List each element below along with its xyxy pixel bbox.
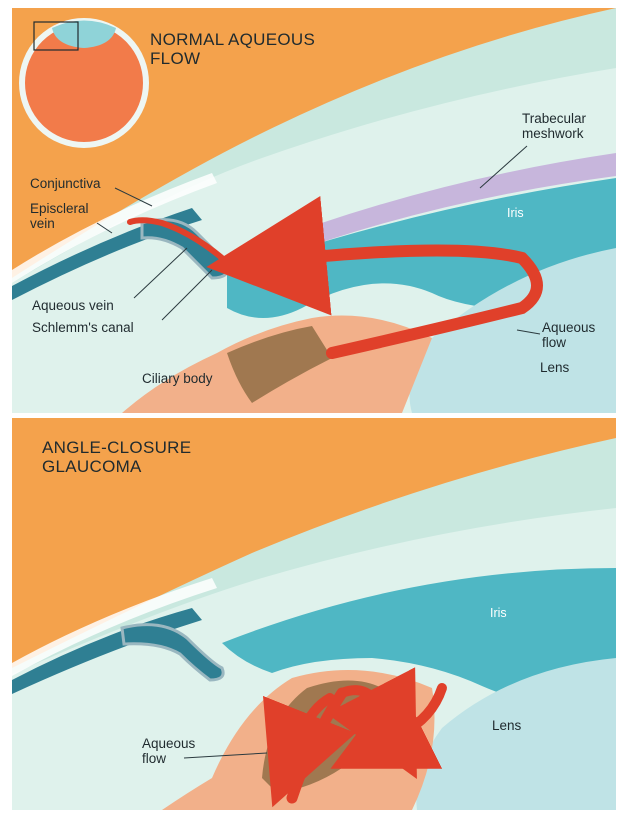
- label-line: Aqueous: [542, 320, 595, 335]
- glaucoma-illustration: [12, 418, 616, 810]
- aqueous-flow-label: Aqueous flow: [142, 736, 195, 766]
- label-line: Episcleral: [30, 201, 89, 216]
- label-line: Trabecular: [522, 111, 586, 126]
- title-line: ANGLE-CLOSURE: [42, 438, 191, 457]
- conjunctiva-label: Conjunctiva: [30, 176, 101, 191]
- label-line: vein: [30, 216, 89, 231]
- trabecular-label: Trabecular meshwork: [522, 111, 586, 141]
- label-line: flow: [142, 751, 195, 766]
- label-line: Aqueous: [142, 736, 195, 751]
- lens-label: Lens: [492, 718, 521, 733]
- title-line: NORMAL AQUEOUS: [150, 30, 315, 49]
- normal-aqueous-flow-panel: NORMAL AQUEOUS FLOW Trabecular meshwork …: [12, 8, 616, 413]
- lens-label: Lens: [540, 360, 569, 375]
- title-line: FLOW: [150, 49, 315, 68]
- bottom-panel-title: ANGLE-CLOSURE GLAUCOMA: [42, 438, 191, 476]
- ciliary-body-label: Ciliary body: [142, 371, 213, 386]
- aqueous-vein-label: Aqueous vein: [32, 298, 114, 313]
- iris-label: Iris: [507, 206, 524, 221]
- iris-label: Iris: [490, 606, 507, 621]
- aqueous-flow-label: Aqueous flow: [542, 320, 595, 350]
- schlemms-canal-label: Schlemm's canal: [32, 320, 134, 335]
- normal-flow-illustration: [12, 8, 616, 413]
- label-line: flow: [542, 335, 595, 350]
- top-panel-title: NORMAL AQUEOUS FLOW: [150, 30, 315, 68]
- label-line: meshwork: [522, 126, 586, 141]
- title-line: GLAUCOMA: [42, 457, 191, 476]
- angle-closure-glaucoma-panel: ANGLE-CLOSURE GLAUCOMA Iris Lens Aqueous…: [12, 418, 616, 810]
- episcleral-vein-label: Episcleral vein: [30, 201, 89, 231]
